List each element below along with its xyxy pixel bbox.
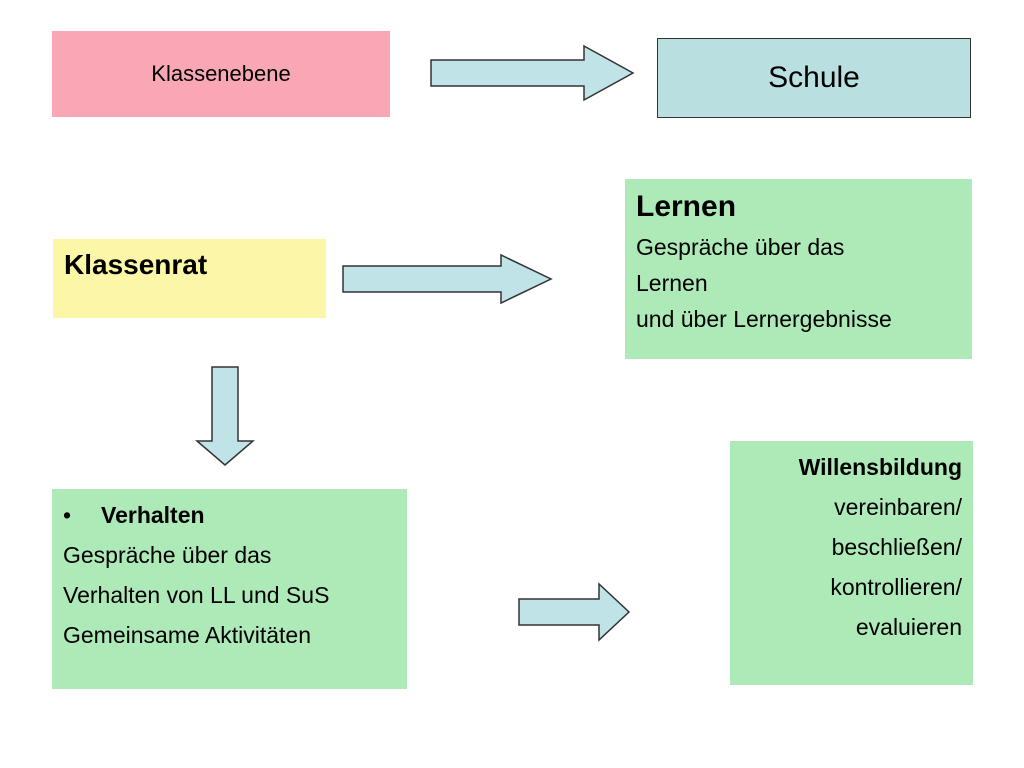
willensbildung-box: Willensbildung vereinbaren/ beschließen/…	[730, 441, 973, 685]
lernen-title: Lernen	[636, 190, 737, 223]
arrow-right-klassenrat-lernen	[342, 253, 553, 305]
klassenrat-label: Klassenrat	[64, 249, 208, 280]
willensbildung-line: kontrollieren/	[830, 574, 962, 600]
willensbildung-line: vereinbaren/	[834, 494, 962, 520]
lernen-line: und über Lernergebnisse	[636, 306, 892, 332]
willensbildung-title: Willensbildung	[798, 454, 962, 480]
verhalten-heading: • Verhalten	[63, 495, 407, 535]
bullet-icon: •	[63, 502, 72, 528]
willensbildung-line: beschließen/	[831, 534, 962, 560]
arrow-right-verhalten-willensbildung	[518, 582, 631, 642]
verhalten-title: Verhalten	[101, 502, 205, 528]
verhalten-line: Gespräche über das	[63, 542, 272, 568]
lernen-box: Lernen Gespräche über das Lernen und übe…	[625, 179, 972, 359]
arrow-right-klassenebene-schule	[430, 44, 635, 102]
verhalten-line: Gemeinsame Aktivitäten	[63, 622, 312, 648]
schule-box: Schule	[657, 38, 971, 118]
schule-label: Schule	[768, 61, 860, 94]
lernen-line: Gespräche über das	[636, 234, 845, 260]
verhalten-box: • Verhalten Gespräche über das Verhalten …	[52, 489, 407, 689]
lernen-line: Lernen	[636, 270, 708, 296]
klassenebene-label: Klassenebene	[151, 61, 291, 86]
verhalten-line: Verhalten von LL und SuS	[63, 582, 330, 608]
arrow-down-klassenrat-verhalten	[194, 366, 256, 466]
willensbildung-line: evaluieren	[855, 614, 962, 640]
klassenebene-box: Klassenebene	[52, 31, 390, 117]
klassenrat-box: Klassenrat	[53, 239, 326, 318]
